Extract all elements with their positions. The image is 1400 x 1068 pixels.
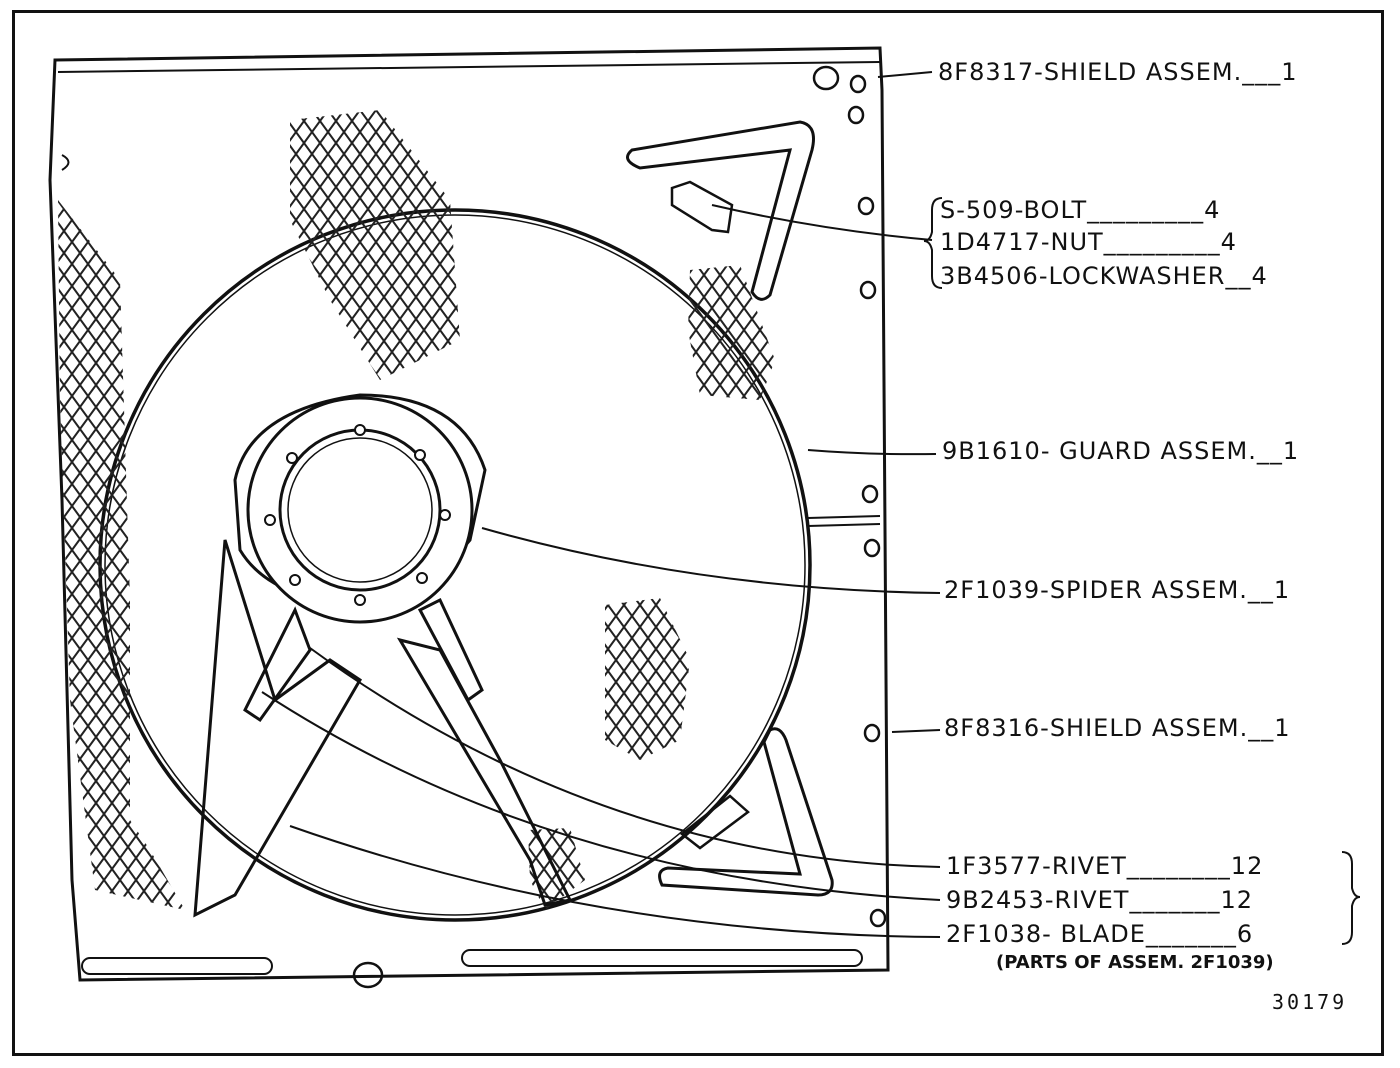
callout-nut: 1D4717-NUT_________4 [940,228,1237,256]
callout-lockwasher: 3B4506-LOCKWASHER__4 [940,262,1268,290]
shield-panel [48,46,890,982]
callout-bolt: S-509-BOLT_________4 [940,196,1221,224]
figure-border [12,10,1384,1056]
figure-number: 30179 [1272,990,1348,1014]
callout-spider: 2F1039-SPIDER ASSEM.__1 [944,576,1291,604]
bracket-right [1341,851,1361,945]
leader-lines [261,71,941,938]
parts-note: (PARTS OF ASSEM. 2F1039) [996,952,1274,973]
shield-holes [352,65,887,989]
bracket-left [923,197,943,289]
callout-rivet-a: 1F3577-RIVET________12 [946,852,1264,880]
callout-shield-lower: 8F8316-SHIELD ASSEM.__1 [944,714,1291,742]
spider-hub [233,393,487,723]
callout-guard: 9B1610- GUARD ASSEM.__1 [942,437,1300,465]
callout-rivet-b: 9B2453-RIVET_______12 [946,886,1254,914]
callout-blade: 2F1038- BLADE_______6 [946,920,1254,948]
callout-shield-upper: 8F8317-SHIELD ASSEM.___1 [938,58,1298,86]
upper-brace [626,120,815,301]
guard-mesh [58,110,775,910]
hub-bolt-holes [264,424,451,606]
lower-brace [658,727,834,897]
